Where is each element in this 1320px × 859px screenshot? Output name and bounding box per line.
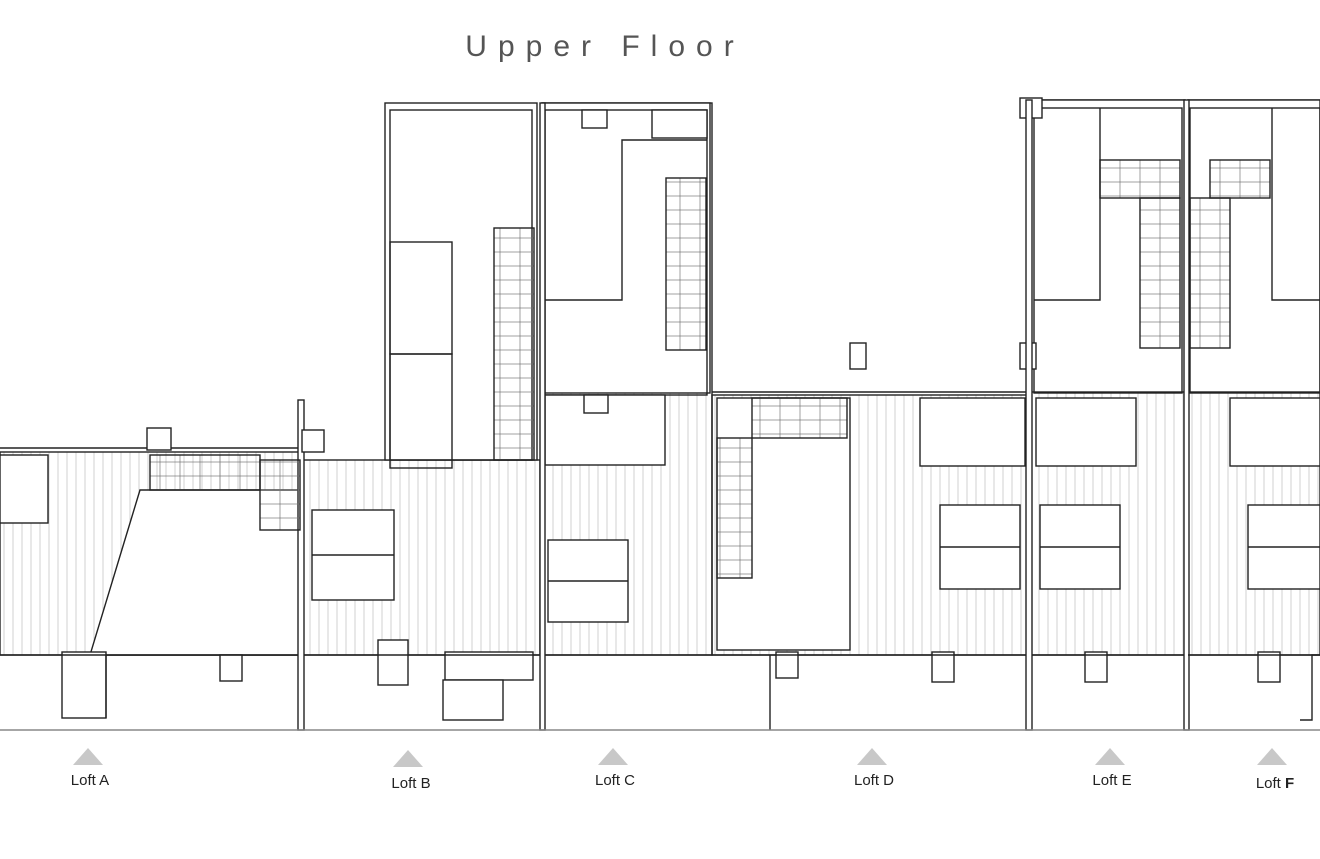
loft-e-label: Loft E <box>1092 772 1132 789</box>
loft-e-marker-icon <box>1095 748 1125 765</box>
loft-e-plan <box>1019 97 1186 731</box>
loft-a-label: Loft A <box>70 772 110 789</box>
loft-d-label: Loft D <box>853 772 895 789</box>
loft-c-plan <box>539 102 713 731</box>
loft-c-label: Loft C <box>594 772 636 789</box>
loft-f-plan <box>1183 99 1320 731</box>
loft-c-marker-icon <box>598 748 628 765</box>
loft-f-marker-icon <box>1257 748 1287 765</box>
loft-d-marker-icon <box>857 748 887 765</box>
plan-title: Upper Floor <box>465 30 745 63</box>
loft-a-marker-icon <box>73 748 103 765</box>
loft-b-marker-icon <box>393 750 423 767</box>
loft-a-plan <box>0 427 301 719</box>
loft-f-label: Loft F <box>1255 775 1295 792</box>
loft-b-plan <box>259 102 541 731</box>
loft-d-plan <box>711 342 1029 730</box>
loft-b-label: Loft B <box>391 775 431 792</box>
